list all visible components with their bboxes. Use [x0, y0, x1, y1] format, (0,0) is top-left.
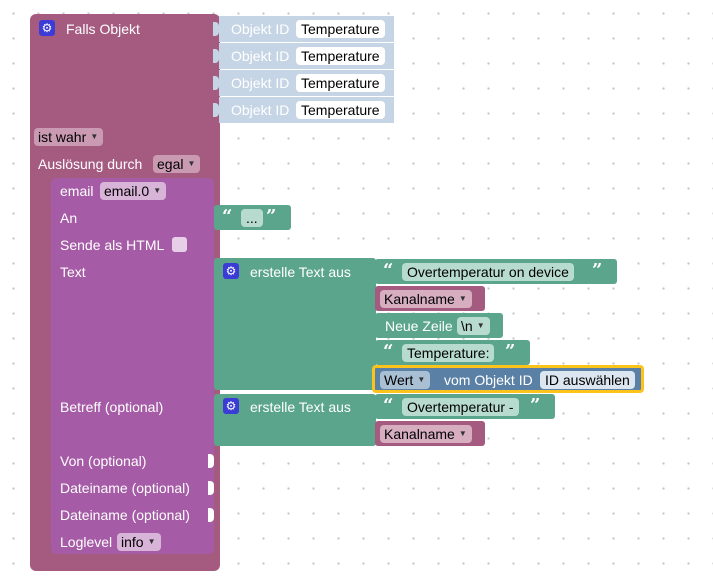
object-id-field[interactable]: Temperature	[296, 47, 385, 65]
input-tab	[213, 76, 219, 90]
dropdown-arrow-icon: ▼	[458, 294, 467, 303]
input-tab	[213, 49, 219, 63]
channel-name-value: Kanalname	[384, 291, 455, 307]
html-label: Sende als HTML	[60, 237, 165, 253]
gear-icon[interactable]: ⚙	[223, 263, 239, 279]
channel-name-dropdown[interactable]: Kanalname ▼	[380, 425, 472, 443]
string-field[interactable]: Temperature:	[402, 344, 495, 362]
channel-name-dropdown[interactable]: Kanalname ▼	[380, 290, 472, 308]
close-quote-icon: ”	[266, 206, 277, 227]
input-tab	[213, 22, 219, 36]
email-instance-value: email.0	[104, 183, 150, 199]
trigger-by-label: Auslösung durch	[38, 156, 143, 172]
text-join-block[interactable]	[214, 258, 376, 390]
trigger-by-value: egal	[157, 156, 184, 172]
dropdown-arrow-icon: ▼	[90, 132, 99, 141]
input-tab	[208, 508, 214, 522]
subject-join-block[interactable]	[214, 394, 376, 446]
dropdown-arrow-icon: ▼	[458, 429, 467, 438]
loglevel-dropdown[interactable]: info ▼	[117, 533, 161, 551]
gear-icon[interactable]: ⚙	[39, 20, 55, 36]
object-id-field[interactable]: Temperature	[296, 101, 385, 119]
open-quote-icon: “	[383, 395, 394, 416]
loglevel-label: Loglevel	[60, 534, 113, 550]
gear-icon[interactable]: ⚙	[223, 398, 239, 414]
to-label: An	[60, 210, 78, 226]
email-block[interactable]	[51, 178, 214, 554]
text-label: Text	[60, 264, 86, 280]
object-id-label: Objekt ID	[231, 21, 290, 37]
from-label: Von (optional)	[60, 453, 147, 469]
close-quote-icon: ”	[530, 395, 541, 416]
dropdown-arrow-icon: ▼	[153, 186, 162, 195]
open-quote-icon: “	[383, 341, 394, 362]
open-quote-icon: “	[222, 206, 233, 227]
string-field[interactable]: Overtemperatur -	[402, 398, 519, 416]
condition-value: ist wahr	[38, 129, 87, 145]
close-quote-icon: ”	[592, 260, 603, 281]
object-id-label: Objekt ID	[231, 75, 290, 91]
file1-label: Dateiname (optional)	[60, 480, 190, 496]
input-tab	[208, 454, 214, 468]
open-quote-icon: “	[383, 260, 394, 281]
trigger-by-dropdown[interactable]: egal ▼	[153, 155, 201, 173]
string-field[interactable]: Overtemperatur on device	[402, 263, 574, 281]
trigger-title: Falls Objekt	[66, 21, 140, 37]
dropdown-arrow-icon: ▼	[187, 159, 196, 168]
condition-dropdown[interactable]: ist wahr ▼	[34, 128, 104, 146]
email-instance-dropdown[interactable]: email.0 ▼	[100, 182, 167, 200]
newline-label: Neue Zeile	[385, 318, 453, 334]
dropdown-arrow-icon: ▼	[417, 375, 426, 384]
object-id-field[interactable]: Temperature	[296, 20, 385, 38]
newline-value: \n	[461, 318, 473, 334]
html-checkbox[interactable]	[172, 237, 187, 252]
email-label: email	[60, 183, 94, 199]
object-id-label: Objekt ID	[231, 48, 290, 64]
text-join-label: erstelle Text aus	[250, 264, 351, 280]
loglevel-value: info	[121, 534, 144, 550]
subject-join-label: erstelle Text aus	[250, 399, 351, 415]
input-tab	[213, 103, 219, 117]
subject-label: Betreff (optional)	[60, 399, 164, 415]
input-tab	[208, 481, 214, 495]
value-label: Wert	[384, 372, 414, 388]
to-text-field[interactable]: ...	[241, 209, 263, 227]
value-id-field[interactable]: ID auswählen	[540, 371, 635, 389]
dropdown-arrow-icon: ▼	[476, 321, 485, 330]
channel-name-value: Kanalname	[384, 426, 455, 442]
close-quote-icon: ”	[505, 341, 516, 362]
value-from-label: vom Objekt ID	[444, 372, 533, 388]
file2-label: Dateiname (optional)	[60, 507, 190, 523]
object-id-label: Objekt ID	[231, 102, 290, 118]
newline-dropdown[interactable]: \n ▼	[457, 317, 490, 335]
dropdown-arrow-icon: ▼	[147, 537, 156, 546]
object-id-field[interactable]: Temperature	[296, 74, 385, 92]
value-dropdown[interactable]: Wert ▼	[380, 371, 431, 389]
